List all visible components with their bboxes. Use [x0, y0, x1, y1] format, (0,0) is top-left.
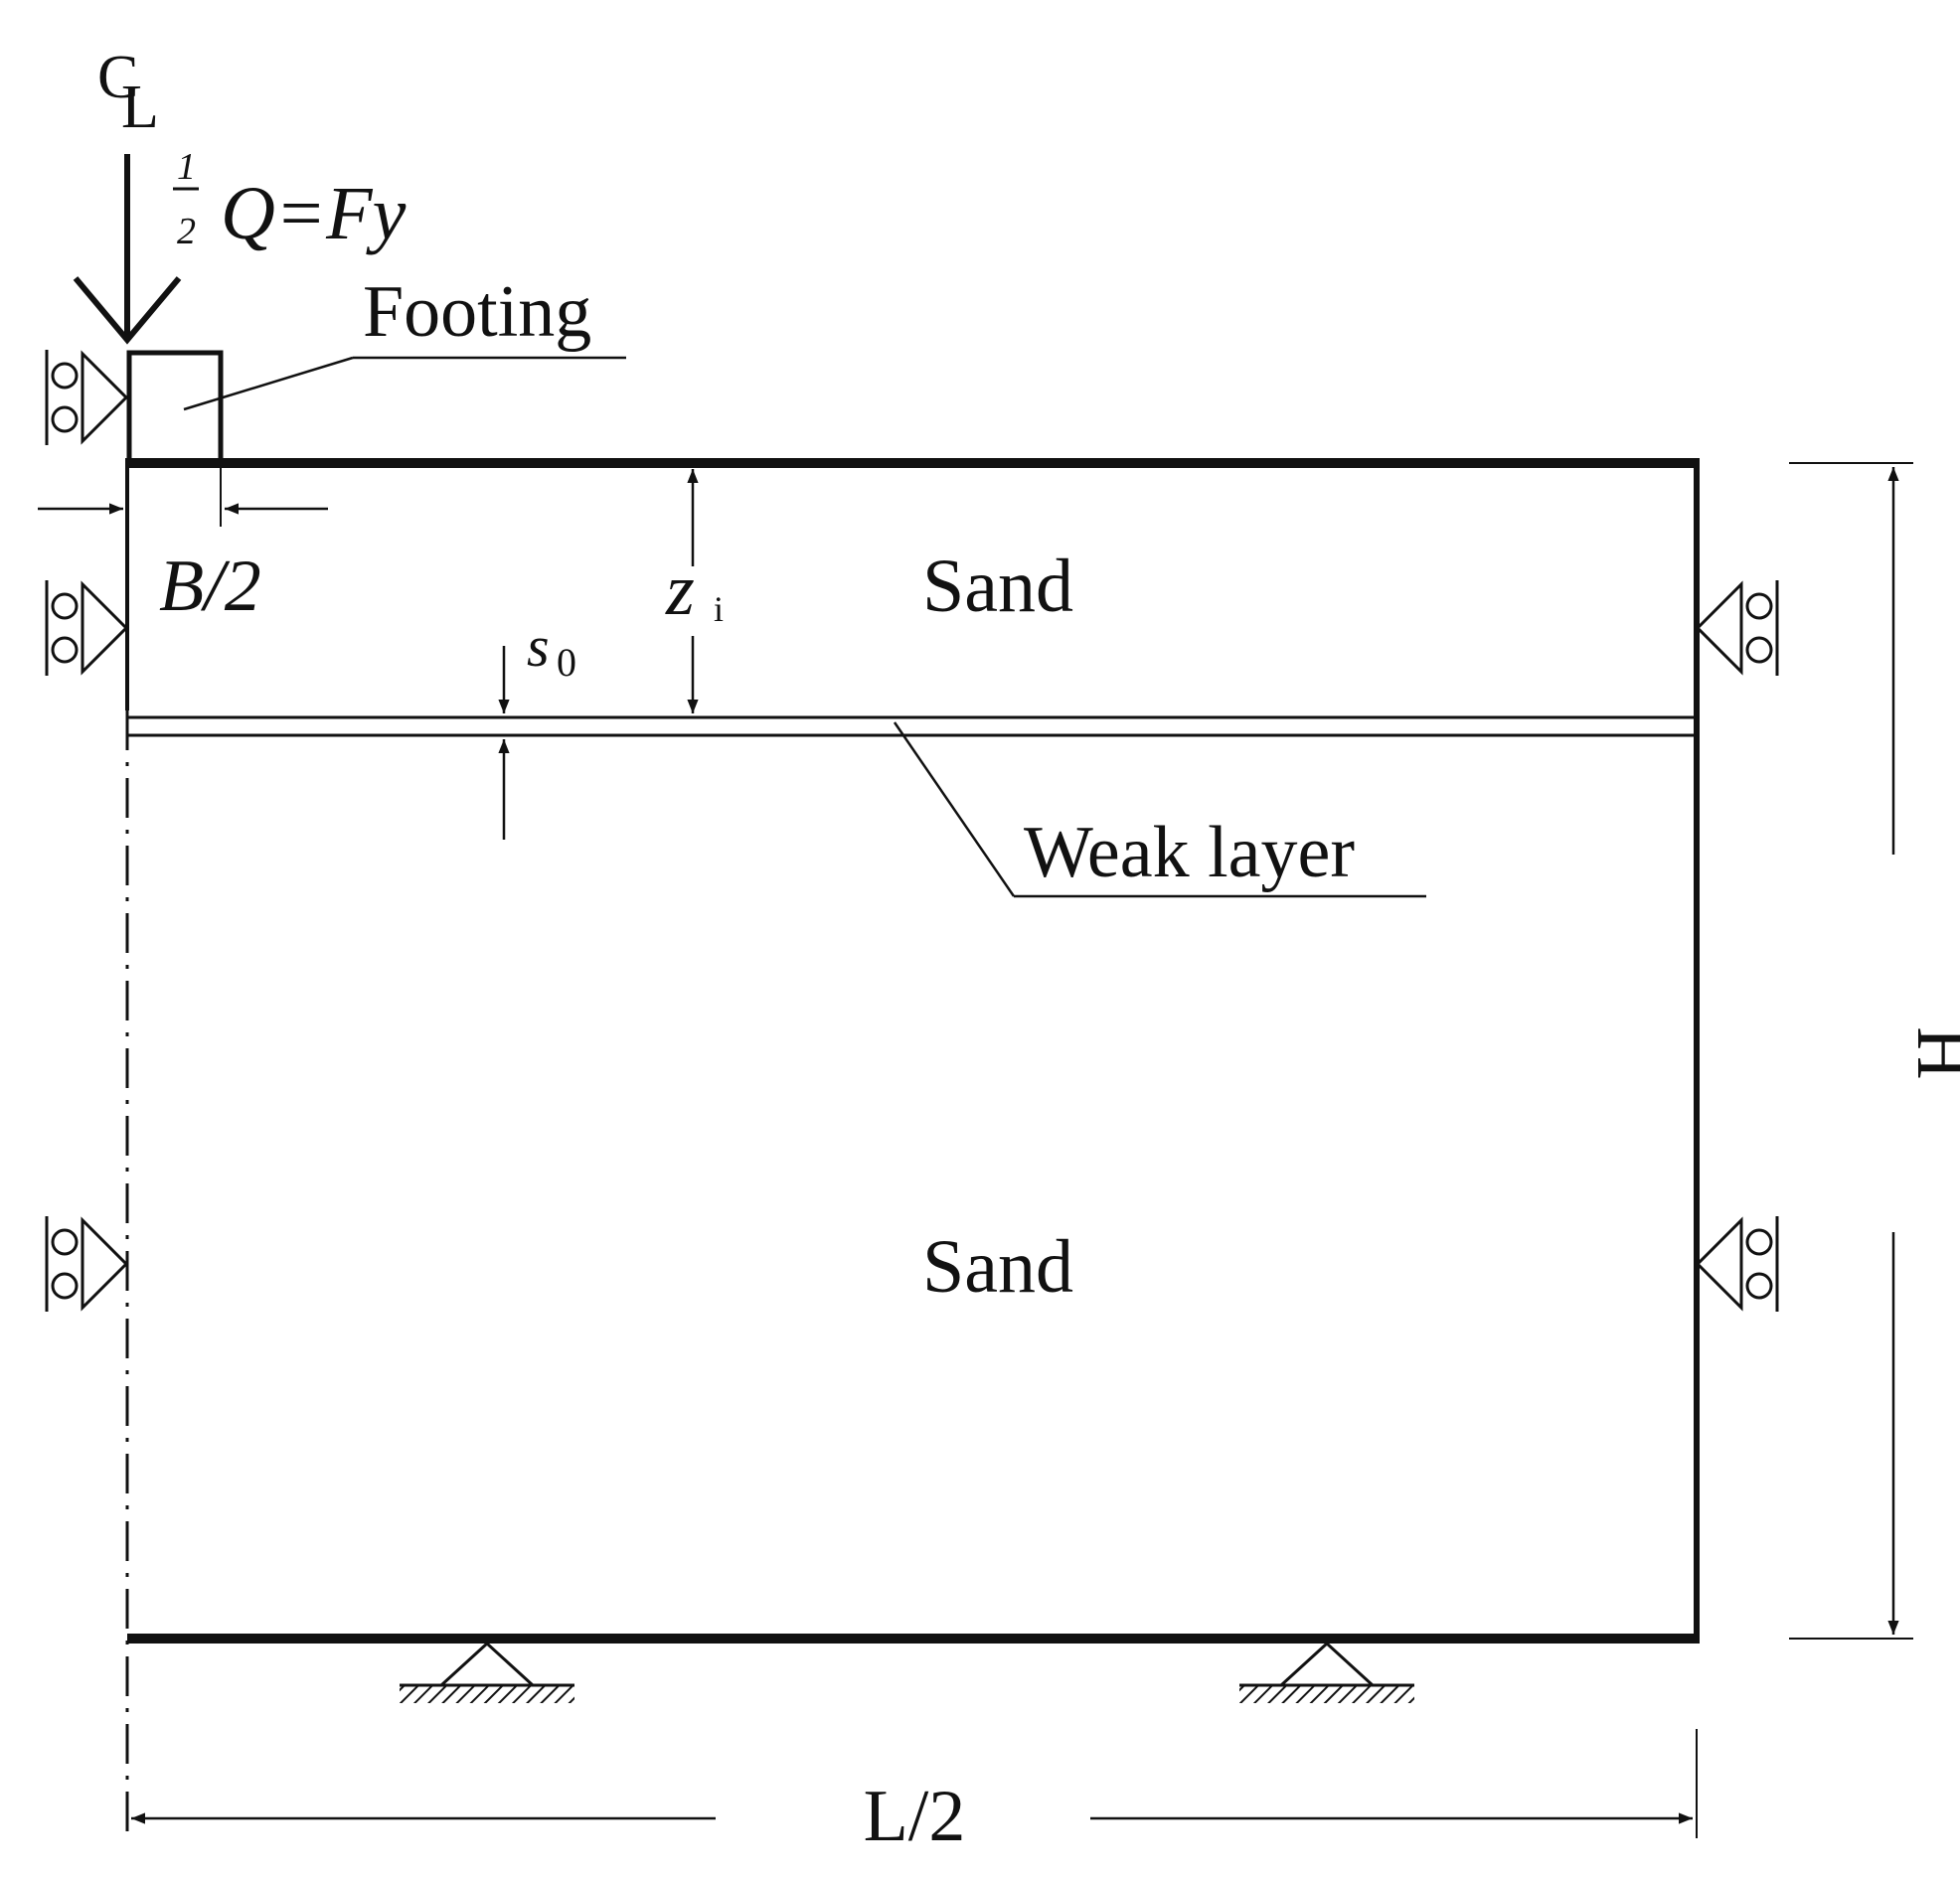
sand-lower-label: Sand	[922, 1225, 1073, 1309]
thickness-subscript: 0	[557, 640, 576, 685]
height-label: H	[1901, 1026, 1960, 1079]
half-length-dimension	[131, 1729, 1698, 1838]
half-width-label: B/2	[159, 546, 261, 627]
centerline-symbol-l: L	[121, 74, 159, 141]
depth-label: z	[665, 549, 695, 631]
thickness-label: s	[527, 614, 550, 679]
pin-support-right	[1237, 1642, 1416, 1705]
half-length-label: L/2	[864, 1776, 966, 1857]
load-label: 1 2 Q=Fy	[173, 146, 407, 255]
roller-support-left-footing	[45, 348, 128, 447]
footing-leader	[183, 356, 626, 411]
centerline-symbol-c: C	[97, 44, 138, 111]
load-arrow	[73, 154, 182, 345]
weak-layer	[127, 715, 1697, 737]
centerline-symbol: C L	[97, 44, 159, 141]
pin-support-left	[398, 1642, 576, 1705]
roller-support-left-upper	[45, 578, 128, 678]
weak-layer-label: Weak layer	[1024, 812, 1355, 893]
height-dimension	[1789, 462, 1913, 1640]
load-fraction-denominator: 2	[177, 211, 196, 252]
depth-subscript: i	[714, 589, 724, 629]
weak-layer-leader	[893, 721, 1426, 898]
footing-label: Footing	[363, 271, 591, 353]
half-width-dimension	[38, 465, 328, 527]
roller-support-left-lower	[45, 1214, 128, 1314]
sand-upper-label: Sand	[922, 545, 1073, 628]
roller-support-right-upper	[1696, 578, 1779, 678]
roller-support-right-lower	[1696, 1214, 1779, 1314]
load-fraction-numerator: 1	[177, 146, 196, 188]
footing	[126, 350, 224, 465]
soil-domain	[125, 458, 1700, 1644]
load-expression: Q=Fy	[221, 172, 407, 255]
